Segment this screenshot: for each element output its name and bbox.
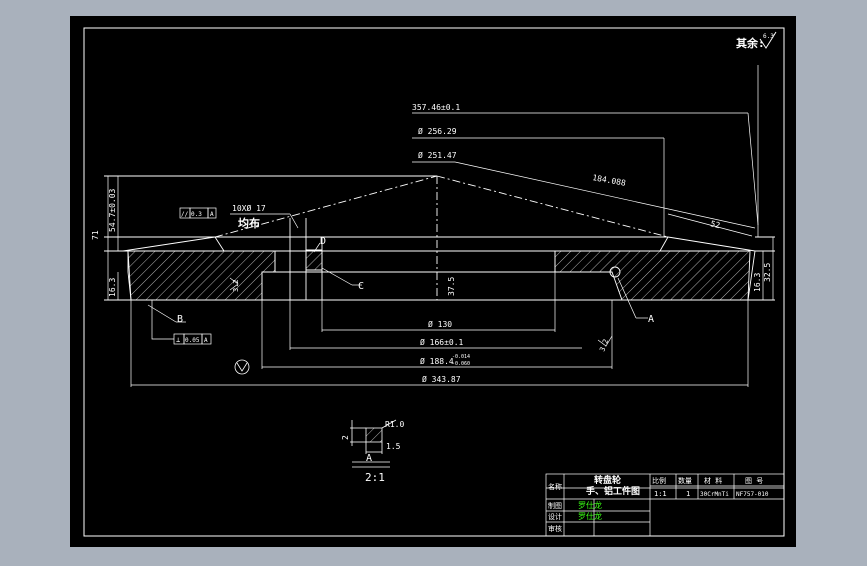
tb-val-material: 30CrMnTi	[700, 491, 729, 498]
tb-part-name-1: 转盘轮	[594, 474, 621, 486]
left-dimensions	[107, 176, 119, 300]
tb-row4-label: 审核	[548, 524, 562, 533]
dim-343-87: Ø 343.87	[422, 374, 461, 384]
tol-top-symbol: //	[181, 211, 189, 218]
dim-357-46: 357.46±0.1	[412, 103, 460, 112]
finish-right-icon	[597, 335, 613, 347]
dim-256-29: Ø 256.29	[418, 126, 457, 136]
detail-a	[350, 419, 397, 468]
dim-166: Ø 166±0.1	[420, 337, 464, 347]
detail-label: A	[366, 453, 372, 464]
tb-col-qty: 数量	[678, 476, 692, 485]
tol-bottom-value: 0.05	[185, 337, 200, 344]
detail-r: R1.0	[385, 420, 404, 429]
tb-row1-label: 名称	[548, 482, 562, 491]
tb-row3-label: 设计	[548, 512, 562, 521]
bottom-dimensions	[130, 272, 749, 387]
tb-col-scale: 比例	[652, 476, 666, 485]
tb-col-material: 材 料	[704, 476, 722, 485]
dim-188-4-lower: -0.060	[452, 361, 470, 367]
dim-37-5: 37.5	[447, 277, 456, 296]
tolerance-frame-top	[179, 207, 217, 219]
roughness-label: 其余:	[736, 36, 765, 50]
tol-bottom-ref: A	[204, 337, 208, 344]
drawing-border	[83, 27, 785, 537]
callout-leaders	[147, 242, 648, 323]
dim-188-4-upper: -0.014	[452, 354, 470, 360]
tb-part-name-2: 手、铝工件图	[586, 485, 640, 497]
dim-52: 52	[710, 219, 722, 230]
dim-130: Ø 130	[428, 319, 452, 329]
dim-hole-even: 均布	[238, 216, 260, 230]
roughness-symbol-icon	[759, 31, 777, 49]
tolerance-frame-bottom	[151, 300, 212, 345]
tb-draw-name: 罗仕龙	[578, 500, 602, 510]
finish-left-icon	[229, 277, 239, 291]
tb-val-scale: 1:1	[654, 490, 667, 498]
tol-top-value: 0.3	[191, 211, 202, 218]
dim-188-4: Ø 188.4	[420, 356, 454, 366]
hatch-left-inner	[305, 249, 323, 271]
dim-16-3-left: 16.3	[108, 278, 117, 297]
callout-b: B	[177, 314, 183, 325]
dim-16-3-right: 16.3	[753, 273, 762, 292]
section-view	[104, 175, 775, 301]
dim-hole-count: 10XØ 17	[232, 203, 266, 213]
roughness-value: 6.3	[763, 33, 774, 40]
tol-bottom-symbol: ⊥	[176, 336, 180, 344]
hatch-left	[127, 250, 276, 301]
dim-251-47: Ø 251.47	[418, 150, 457, 160]
detail-h: 2	[341, 435, 350, 440]
finish-right-value: 3.2	[598, 338, 610, 353]
dim-71: 71	[91, 230, 100, 240]
tol-top-ref: A	[210, 211, 214, 218]
title-block	[545, 473, 785, 537]
detail-scale: 2:1	[365, 471, 385, 484]
dim-32-5: 32.5	[763, 263, 772, 282]
tb-col-drawing: 图 号	[745, 477, 763, 485]
tb-design-name: 罗仕龙	[578, 511, 602, 521]
callout-d: D	[320, 236, 326, 247]
detail-w: 1.5	[386, 442, 401, 451]
callout-a: A	[648, 314, 654, 325]
datum-circle-icon	[234, 359, 250, 375]
top-dimensions	[412, 112, 759, 237]
dim-54-7: 54.7±0.03	[108, 188, 117, 232]
callout-c: C	[358, 281, 364, 292]
hole-leader	[230, 213, 299, 229]
tb-val-qty: 1	[686, 490, 690, 498]
right-dimensions	[757, 65, 774, 300]
tb-row2-label: 制图	[548, 501, 562, 510]
tb-val-drawing: NF757-010	[736, 491, 769, 498]
